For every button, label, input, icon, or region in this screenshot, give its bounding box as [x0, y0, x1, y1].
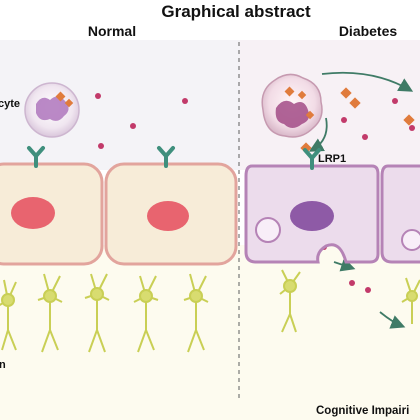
neurons-diabetes — [279, 269, 420, 333]
brain-background — [0, 245, 420, 420]
receptor-normal-1 — [27, 146, 45, 168]
monocyte-normal — [24, 82, 80, 138]
label-cognitive-impairment: Cognitive Impairi — [316, 405, 409, 417]
label-cyte: cyte — [0, 98, 20, 110]
endothelial-cell-normal-left — [0, 162, 104, 266]
panel-label-normal: Normal — [88, 23, 136, 39]
label-lrp1: LRP1 — [318, 153, 346, 165]
receptor-normal-2 — [157, 146, 175, 168]
panel-label-diabetes: Diabetes — [339, 23, 398, 39]
label-neuron-fragment: n — [0, 359, 6, 371]
monocyte-diabetes — [261, 73, 323, 138]
endothelial-cell-normal-right — [104, 162, 238, 266]
figure-title: Graphical abstract — [161, 2, 311, 21]
neurons-normal — [0, 273, 209, 353]
particles-normal — [95, 93, 188, 149]
endothelial-cell-diabetes-right — [380, 164, 420, 264]
receptor-lrp1 — [303, 148, 321, 170]
endothelial-cell-diabetes-left — [244, 164, 380, 264]
